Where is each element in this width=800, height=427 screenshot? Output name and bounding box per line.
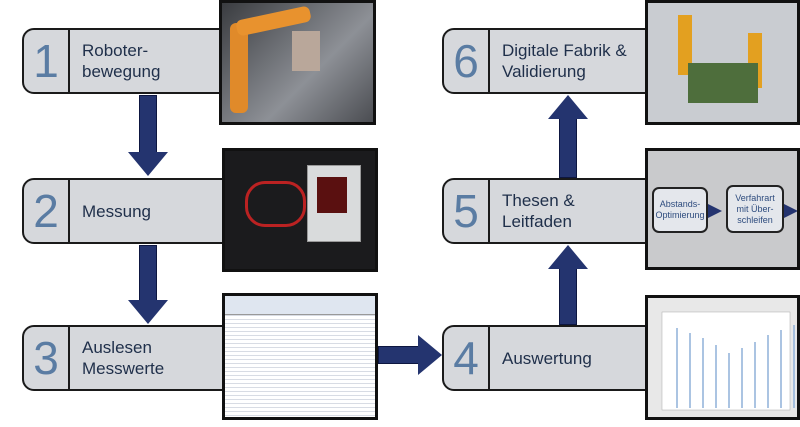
thesen-diagram: Abstands- Optimierung Verfahrart mit Übe… [645, 148, 800, 270]
gripper [292, 31, 320, 71]
meter-display [317, 177, 347, 213]
step-label: Digitale Fabrik & Validierung [502, 41, 627, 81]
arrow-2-to-3 [139, 245, 157, 301]
step-3: 3 Auslesen Messwerte [22, 325, 242, 391]
verfahrart-box: Verfahrart mit Über- schleifen [726, 185, 784, 233]
abstands-optimierung-box: Abstands- Optimierung [652, 187, 708, 233]
step-label: Auswertung [502, 348, 592, 368]
software-toolbar [225, 296, 375, 315]
step-number: 1 [24, 30, 70, 92]
measurement-device-photo [222, 148, 378, 272]
robot-arm [230, 23, 248, 113]
software-screenshot [222, 293, 378, 420]
step-label: Thesen & Leitfaden [502, 191, 575, 231]
arrow-3-to-4 [378, 346, 420, 364]
spike-chart [661, 311, 795, 411]
step-label: Roboter- bewegung [82, 41, 161, 81]
evaluation-chart-image [645, 295, 800, 420]
step-6: 6 Digitale Fabrik & Validierung [442, 28, 662, 94]
step-5: 5 Thesen & Leitfaden [442, 178, 662, 244]
step-number: 5 [444, 180, 490, 242]
step-number: 2 [24, 180, 70, 242]
arrow-4-to-5 [559, 268, 577, 325]
mini-arrow [708, 204, 722, 218]
step-number: 4 [444, 327, 490, 389]
mini-arrow [784, 204, 797, 218]
robot-model [678, 15, 692, 75]
step-4: 4 Auswertung [442, 325, 662, 391]
arrow-head-up [548, 245, 588, 269]
arrow-head-right [418, 335, 442, 375]
cables [245, 181, 306, 227]
robot-photo [219, 0, 376, 125]
arrow-5-to-6 [559, 118, 577, 178]
digital-factory-render [645, 0, 800, 125]
workcell [688, 63, 758, 103]
arrow-1-to-2 [139, 95, 157, 153]
arrow-head-down [128, 152, 168, 176]
arrow-head-up [548, 95, 588, 119]
step-label: Auslesen Messwerte [82, 338, 165, 378]
step-label: Messung [82, 201, 151, 221]
arrow-head-down [128, 300, 168, 324]
step-number: 3 [24, 327, 70, 389]
step-2: 2 Messung [22, 178, 242, 244]
step-number: 6 [444, 30, 490, 92]
step-1: 1 Roboter- bewegung [22, 28, 242, 94]
